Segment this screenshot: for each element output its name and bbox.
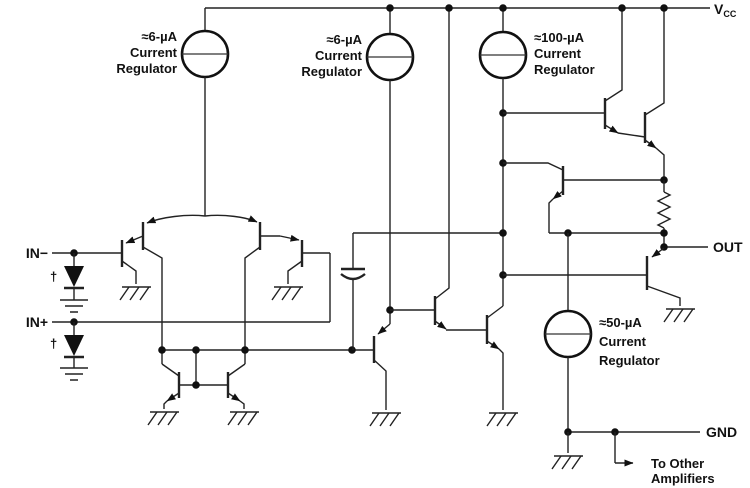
svg-text:≈6-µA: ≈6-µA bbox=[326, 32, 362, 47]
transistor-q13 bbox=[503, 247, 696, 323]
svg-text:Regulator: Regulator bbox=[599, 353, 660, 368]
to-other-amplifiers-label: To Other Amplifiers bbox=[651, 456, 715, 486]
svg-text:Amplifiers: Amplifiers bbox=[651, 471, 715, 486]
regulator-1-label: ≈6-µA Current Regulator bbox=[116, 29, 177, 76]
mirror-node-wire bbox=[158, 346, 374, 385]
regulator-3-label: ≈100-µA Current Regulator bbox=[534, 30, 595, 77]
clamp-diode-2 bbox=[59, 322, 89, 381]
transistor-q12 bbox=[503, 162, 664, 234]
svg-text:Current: Current bbox=[315, 48, 363, 63]
current-regulator-4 bbox=[543, 233, 593, 432]
out-pin-label: OUT bbox=[713, 239, 743, 255]
in-plus-wire bbox=[52, 252, 331, 326]
transistor-q6 bbox=[226, 363, 260, 426]
transistor-q5 bbox=[147, 363, 228, 426]
regulator-4-label: ≈50-µA Current Regulator bbox=[599, 315, 660, 368]
in-plus-pin-label: IN+ bbox=[26, 314, 48, 330]
clamp-diode-1 bbox=[59, 253, 89, 313]
chassis-ground-icon bbox=[227, 411, 260, 426]
in-minus-wire bbox=[52, 249, 122, 257]
chassis-ground-icon bbox=[369, 412, 402, 427]
current-regulator-3 bbox=[478, 8, 528, 306]
transistor-q3 bbox=[244, 222, 280, 364]
current-regulator-1 bbox=[180, 8, 230, 216]
svg-text:Current: Current bbox=[534, 46, 582, 61]
earth-ground-icon bbox=[59, 299, 89, 313]
transistor-q8 bbox=[390, 8, 487, 331]
output-resistor bbox=[564, 176, 672, 247]
transistor-q9 bbox=[485, 305, 519, 427]
gnd-pin-label: GND bbox=[706, 424, 737, 440]
vcc-pin-label: VCC bbox=[714, 1, 737, 19]
transistor-q1 bbox=[119, 235, 152, 301]
transistor-q7 bbox=[369, 323, 402, 427]
transistor-q4 bbox=[271, 234, 304, 301]
current-regulator-2 bbox=[365, 8, 415, 324]
chassis-ground-icon bbox=[486, 412, 519, 427]
regulator-2-label: ≈6-µA Current Regulator bbox=[301, 32, 362, 79]
svg-text:≈50-µA: ≈50-µA bbox=[599, 315, 642, 330]
dagger-note-1: † bbox=[50, 269, 57, 284]
transistor-q2 bbox=[141, 222, 163, 364]
chassis-ground-icon bbox=[271, 286, 304, 301]
svg-text:Regulator: Regulator bbox=[534, 62, 595, 77]
compensation-capacitor bbox=[340, 232, 503, 350]
svg-text:≈6-µA: ≈6-µA bbox=[141, 29, 177, 44]
svg-text:Current: Current bbox=[130, 45, 178, 60]
chassis-ground-icon bbox=[119, 286, 152, 301]
dagger-note-2: † bbox=[50, 336, 57, 351]
out-wire bbox=[660, 243, 708, 251]
input-tent-wires bbox=[146, 214, 258, 224]
vcc-junction-dots bbox=[386, 4, 668, 12]
to-other-amplifiers-branch bbox=[614, 432, 633, 463]
chassis-ground-icon bbox=[663, 308, 696, 323]
chassis-ground-icon bbox=[147, 411, 180, 426]
transistor-q10 bbox=[503, 8, 646, 138]
svg-text:To Other: To Other bbox=[651, 456, 704, 471]
svg-text:Regulator: Regulator bbox=[301, 64, 362, 79]
in-minus-pin-label: IN− bbox=[26, 245, 48, 261]
transistor-q11 bbox=[643, 8, 665, 180]
svg-text:Current: Current bbox=[599, 334, 647, 349]
chassis-ground-icon bbox=[551, 455, 584, 470]
svg-text:Regulator: Regulator bbox=[116, 61, 177, 76]
earth-ground-icon bbox=[59, 367, 89, 381]
svg-text:≈100-µA: ≈100-µA bbox=[534, 30, 585, 45]
